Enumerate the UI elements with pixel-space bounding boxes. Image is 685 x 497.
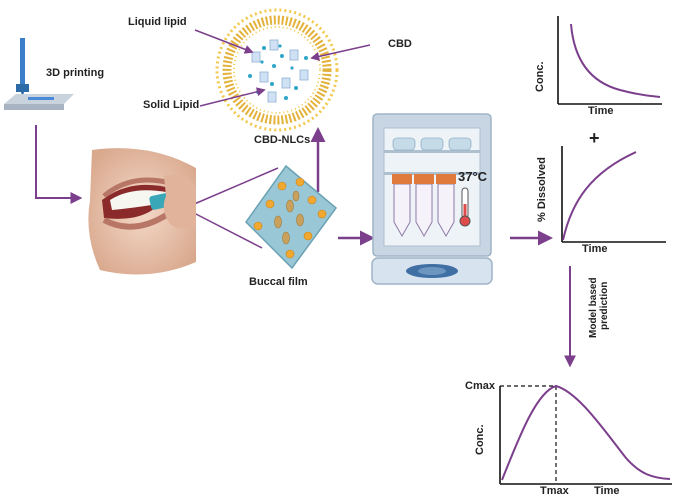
arrow-print-to-mouth — [35, 125, 83, 204]
pointer-cbd — [310, 44, 371, 61]
zoom-line-bottom — [191, 211, 263, 249]
zoom-line-top — [191, 167, 279, 206]
pk-xlabel: Time — [594, 485, 620, 497]
mouth-icon — [88, 148, 196, 275]
printer-icon — [4, 38, 74, 110]
cmax-label: Cmax — [465, 380, 495, 392]
prediction-label: Model based prediction — [588, 277, 610, 338]
conc-top-graph — [557, 16, 662, 105]
solid-lipid-label: Solid Lipid — [143, 99, 200, 111]
plus-sign: + — [589, 128, 600, 148]
incubator-icon — [371, 113, 493, 285]
pointer-liquid-lipid — [194, 29, 254, 54]
conc-top-curve — [570, 23, 661, 98]
thermometer-icon — [459, 187, 471, 227]
dissolved-ylabel: % Dissolved — [536, 157, 548, 222]
temperature-label: 37°C — [458, 169, 488, 184]
buccal-film-label: Buccal film — [249, 276, 308, 288]
prediction-line-1: Model based — [588, 277, 599, 338]
printing-label: 3D printing — [46, 67, 105, 79]
dissolved-xlabel: Time — [582, 243, 608, 255]
pointer-solid-lipid — [199, 87, 266, 107]
cbd-label: CBD — [388, 38, 412, 50]
liquid-lipid-label: Liquid lipid — [128, 16, 187, 28]
pk-curve — [501, 384, 671, 481]
dissolved-graph — [561, 146, 666, 243]
conc-top-ylabel: Conc. — [534, 61, 546, 92]
prediction-line-2: prediction — [599, 281, 610, 330]
dissolved-curve — [562, 151, 637, 241]
pk-ylabel: Conc. — [474, 424, 486, 455]
tmax-label: Tmax — [540, 485, 569, 497]
conc-top-xlabel: Time — [588, 105, 614, 117]
buccal-film-icon — [245, 164, 338, 270]
pk-graph — [499, 384, 672, 485]
nlc-label: CBD-NLCs — [254, 134, 311, 146]
nanoparticle-icon — [215, 8, 339, 132]
